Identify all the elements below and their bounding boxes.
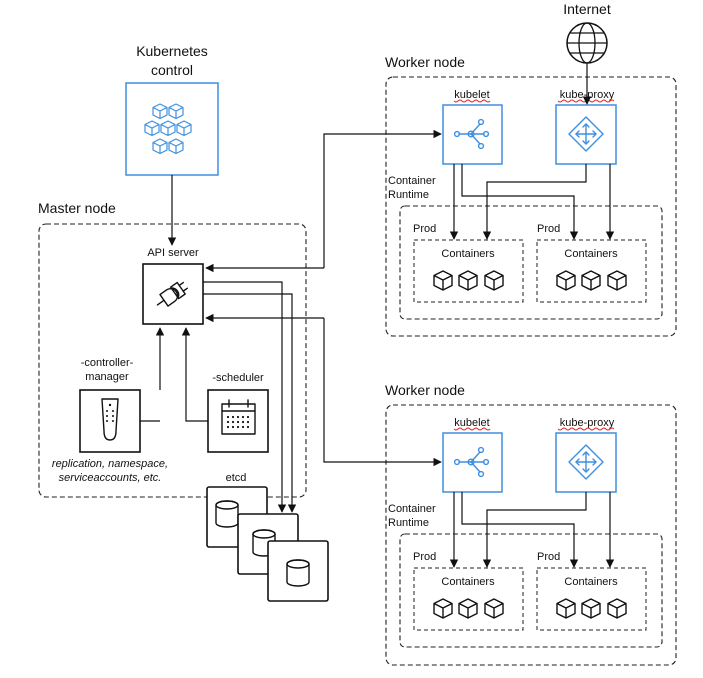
control-title-line1: Kubernetes xyxy=(136,43,208,59)
proxy-to-pod1-arrow xyxy=(482,492,587,568)
pod-label-2: Prod xyxy=(537,223,560,235)
api-server-box[interactable] xyxy=(142,263,204,325)
container-runtime-boundary xyxy=(399,533,663,648)
controller-manager-box[interactable] xyxy=(79,389,141,453)
containers-label-2: Containers xyxy=(564,576,618,588)
kubelet-label: kubelet xyxy=(454,417,489,429)
controller-label-line1: -controller- xyxy=(81,357,134,369)
controller-note-line1: replication, namespace, xyxy=(52,458,168,470)
pod-box-2[interactable] xyxy=(536,239,647,303)
scheduler-label: -scheduler xyxy=(212,372,264,384)
api-to-etcd-arrow xyxy=(203,281,287,513)
pod-box-2[interactable] xyxy=(536,567,647,631)
pod-box-1[interactable] xyxy=(413,567,524,631)
worker-node-boundary xyxy=(385,76,677,337)
kubelet-to-pod2-arrow xyxy=(461,492,579,568)
pod-label-1: Prod xyxy=(413,223,436,235)
cube-icon xyxy=(433,270,504,291)
worker-node-boundary xyxy=(385,404,677,666)
master-node-boundary xyxy=(38,223,307,498)
plug-icon xyxy=(156,281,188,307)
remote-control-icon xyxy=(101,398,119,441)
database-icon xyxy=(215,500,239,528)
kubelet-to-pod2-arrow xyxy=(461,164,579,240)
api-to-kubelet2-arrow xyxy=(323,318,442,467)
cube-icon xyxy=(556,270,627,291)
api-to-etcd-arrow-2 xyxy=(203,293,297,513)
globe-icon[interactable] xyxy=(566,22,608,64)
pod-label-2: Prod xyxy=(537,551,560,563)
pod-box-1[interactable] xyxy=(413,239,524,303)
container-runtime-boundary xyxy=(399,205,663,320)
containers-label-1: Containers xyxy=(441,576,495,588)
etcd-stack[interactable] xyxy=(206,486,329,602)
controller-label-line2: manager xyxy=(85,371,129,383)
containers-label-1: Containers xyxy=(441,248,495,260)
cube-icon xyxy=(433,598,504,619)
worker-title: Worker node xyxy=(385,382,465,398)
etcd-label: etcd xyxy=(226,472,247,484)
kube-proxy-label: kube-proxy xyxy=(560,417,615,429)
control-title-line2: control xyxy=(151,62,193,78)
runtime-label-line1: Container xyxy=(388,175,436,187)
proxy-to-pod1-arrow xyxy=(482,164,587,240)
worker-title: Worker node xyxy=(385,54,465,70)
api-to-kubelet1-arrow xyxy=(323,129,442,268)
scheduler-to-api-arrow xyxy=(181,327,208,422)
kubelet-label: kubelet xyxy=(454,89,489,101)
worker-node-2: Worker node kubelet kube-proxy Container… xyxy=(385,382,677,666)
pod-label-1: Prod xyxy=(413,551,436,563)
database-icon xyxy=(286,559,310,587)
containers-label-2: Containers xyxy=(564,248,618,260)
internet-label: Internet xyxy=(563,1,611,17)
runtime-label-line2: Runtime xyxy=(388,517,429,529)
runtime-label-line2: Runtime xyxy=(388,189,429,201)
controller-note-line2: serviceaccounts, etc. xyxy=(59,472,162,484)
calendar-icon xyxy=(221,399,256,435)
runtime-label-line1: Container xyxy=(388,503,436,515)
master-node-title: Master node xyxy=(38,200,116,216)
worker-node-1: Worker node kubelet kube-proxy Container… xyxy=(385,54,677,337)
cube-icon xyxy=(556,598,627,619)
api-server-label: API server xyxy=(147,247,199,259)
